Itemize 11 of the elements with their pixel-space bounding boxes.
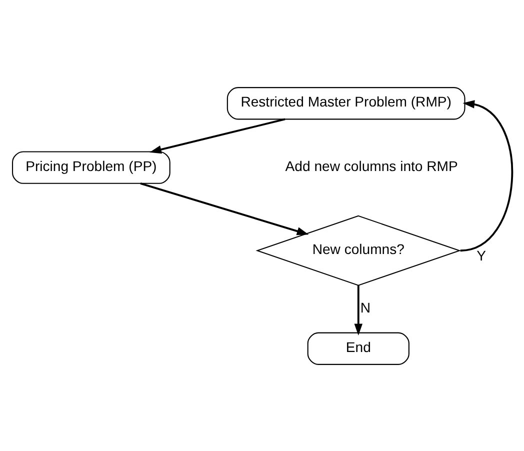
arrow <box>460 100 512 252</box>
node-box: Pricing Problem (PP) <box>11 150 170 184</box>
edge-label: Y <box>476 247 486 264</box>
arrow <box>149 118 285 154</box>
arrow <box>354 284 362 336</box>
arrow <box>140 182 308 235</box>
node-diamond: New columns? <box>255 214 461 286</box>
node-box: Restricted Master Problem (RMP) <box>226 86 465 120</box>
node-box: End <box>306 332 409 364</box>
edge-label: N <box>360 298 370 315</box>
label: Add new columns into RMP <box>284 157 458 174</box>
